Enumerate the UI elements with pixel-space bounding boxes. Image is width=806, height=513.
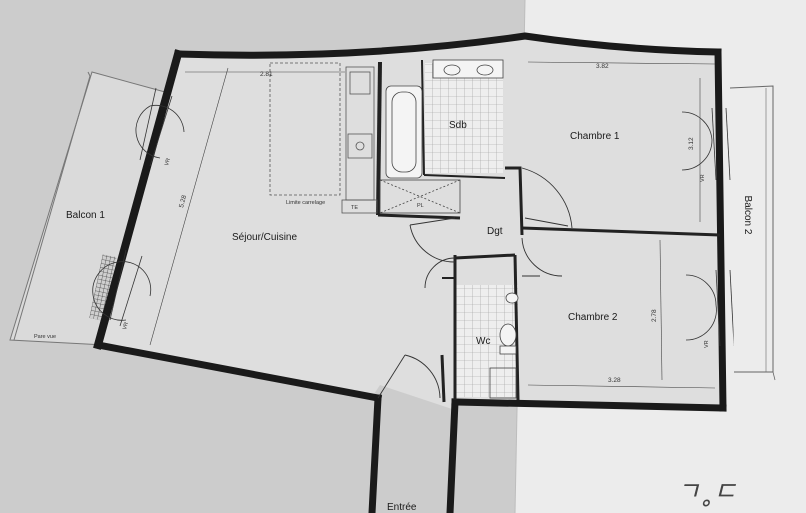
handwritten-note: ㄱ˳ㄷ — [676, 477, 737, 507]
exterior-walls — [93, 32, 727, 513]
dimension-sejour-depth: 5.28 — [178, 194, 188, 208]
room-label-balcon1: Balcon 1 — [66, 210, 105, 221]
te-label: TE — [351, 205, 358, 211]
room-label-balcon2: Balcon 2 — [742, 196, 753, 235]
dimension-chambre1-depth: 3.12 — [688, 137, 695, 150]
room-label-chambre2: Chambre 2 — [568, 312, 618, 323]
pl-label: PL — [417, 203, 424, 209]
room-label-sejour: Séjour/Cuisine — [232, 232, 297, 243]
dimension-sejour-width: 2.81 — [260, 71, 273, 78]
tiling-limit-label: Limite carrelage — [286, 200, 325, 206]
vr-label-chambre1: VR — [700, 174, 706, 182]
vr-label-balcon1-bottom: VR — [122, 322, 130, 331]
room-label-entree: Entrée — [387, 502, 417, 513]
dimension-chambre2-width: 3.28 — [608, 377, 621, 384]
doors — [377, 167, 573, 399]
room-label-dgt: Dgt — [487, 226, 503, 237]
bathroom-fixtures — [379, 59, 519, 399]
windows-vr — [92, 87, 735, 347]
interior-walls — [376, 59, 721, 403]
vr-label-chambre2: VR — [704, 340, 710, 348]
room-label-chambre1: Chambre 1 — [570, 131, 620, 142]
apartment-floor — [98, 36, 723, 410]
tiled-areas — [425, 63, 518, 397]
dimension-chambre1-width: 3.82 — [596, 63, 609, 70]
room-label-sdb: Sdb — [449, 120, 467, 131]
dimension-lines — [149, 61, 716, 389]
kitchen-units — [269, 62, 378, 214]
vr-label-balcon1-top: VR — [164, 158, 172, 167]
privacy-screen-label: Pare vue — [34, 334, 56, 340]
dimension-chambre2-depth: 2.78 — [651, 309, 658, 322]
balcony-2 — [729, 85, 776, 381]
room-label-wc: Wc — [476, 336, 490, 347]
